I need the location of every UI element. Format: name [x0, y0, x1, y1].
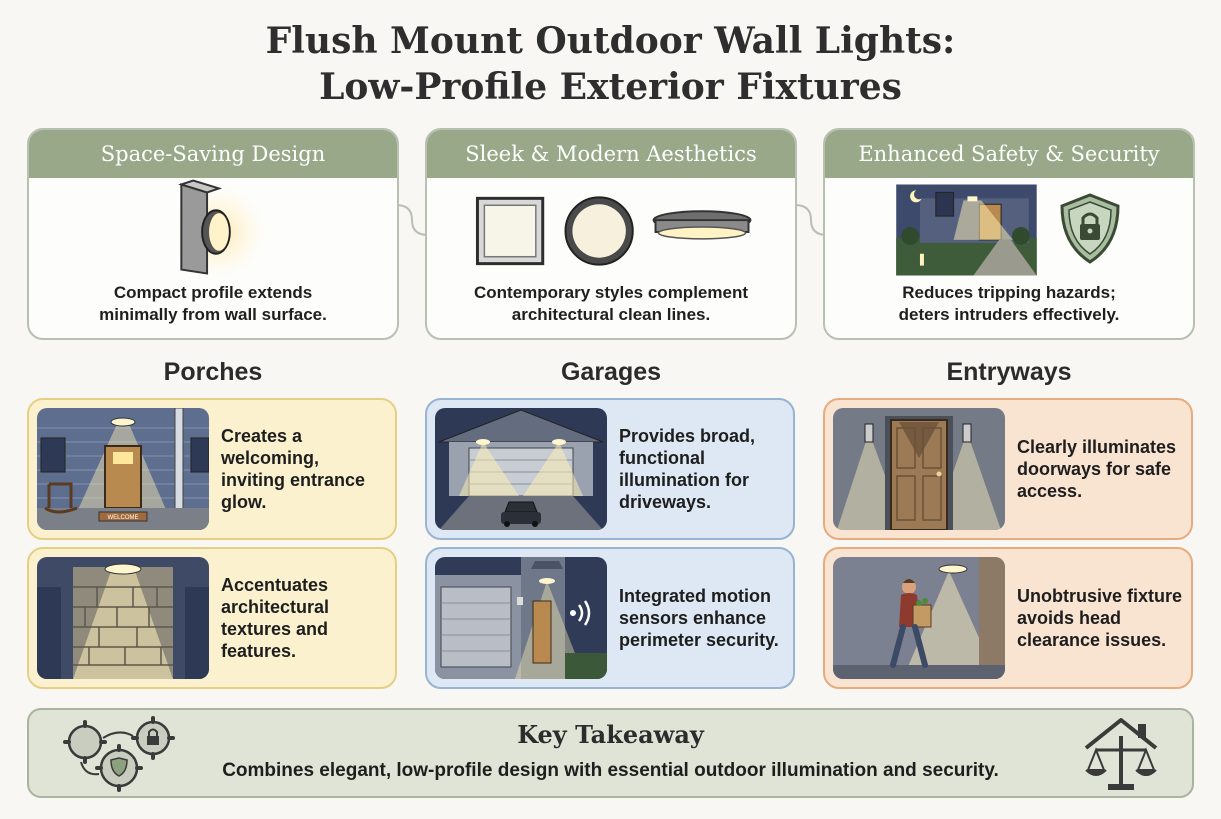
fixture-styles-icon: [475, 196, 752, 266]
entry-card-clearance: Unobtrusive fixture avoids head clearanc…: [823, 547, 1193, 689]
entry-card-doorways: Clearly illuminates doorways for safe ac…: [823, 398, 1193, 540]
feature-card-safety-security: Enhanced Safety & Security Reduces tripp…: [823, 128, 1195, 340]
welcome-mat-text: WELCOME: [107, 515, 138, 521]
porch-card-text: Creates a welcoming, inviting entrance g…: [221, 426, 366, 512]
motion-sensor-illustration: [435, 557, 607, 679]
porch-card-textures: Accentuates architectural textures and f…: [27, 547, 397, 689]
entry-card-text: Clearly illuminates doorways for safe ac…: [1017, 437, 1177, 501]
porch-card-welcoming: WELCOME Creates a welcoming, inviting en…: [27, 398, 397, 540]
key-takeaway-title: Key Takeaway: [517, 720, 704, 749]
feature-desc-line-1: Reduces tripping hazards;: [902, 283, 1116, 302]
house-scale-icon: [1084, 718, 1158, 790]
column-heading-porches: Porches: [163, 358, 263, 386]
garage-card-motion: Integrated motion sensors enhance perime…: [425, 547, 795, 689]
garage-card-text: Provides broad, functional illumination …: [619, 426, 756, 512]
feature-desc-line-1: Contemporary styles complement: [474, 283, 748, 302]
key-takeaway-panel: Key Takeaway Combines elegant, low-profi…: [27, 708, 1194, 798]
title-line-1: Flush Mount Outdoor Wall Lights:: [265, 20, 956, 62]
title-line-2: Low-Profile Exterior Fixtures: [319, 66, 902, 108]
feature-description: Reduces tripping hazards; deters intrude…: [835, 282, 1183, 326]
shield-lock-icon: [1060, 193, 1120, 264]
garage-driveway-illustration: [435, 408, 607, 530]
doorway-illustration: [833, 408, 1005, 530]
key-takeaway-text: Combines elegant, low-profile design wit…: [222, 760, 999, 781]
feature-description: Compact profile extends minimally from w…: [39, 282, 387, 326]
entry-card-text: Unobtrusive fixture avoids head clearanc…: [1017, 586, 1183, 650]
page-title: Flush Mount Outdoor Wall Lights: Low-Pro…: [0, 18, 1221, 110]
feature-heading: Sleek & Modern Aesthetics: [427, 130, 795, 178]
feature-desc-line-2: deters intruders effectively.: [898, 305, 1120, 324]
gears-icon: [63, 716, 175, 792]
feature-desc-line-2: minimally from wall surface.: [99, 305, 327, 324]
column-heading-garages: Garages: [560, 358, 662, 386]
feature-description: Contemporary styles complement architect…: [437, 282, 785, 326]
column-heading-entryways: Entryways: [946, 358, 1072, 386]
garage-card-driveway: Provides broad, functional illumination …: [425, 398, 795, 540]
feature-heading: Enhanced Safety & Security: [825, 130, 1193, 178]
feature-heading: Space-Saving Design: [29, 130, 397, 178]
feature-desc-line-1: Compact profile extends: [113, 283, 313, 302]
porch-card-text: Accentuates architectural textures and f…: [221, 575, 330, 661]
wall-light-icon: [173, 179, 265, 278]
night-walkway-illustration: [896, 184, 1037, 276]
porch-entrance-illustration: WELCOME: [37, 408, 209, 530]
person-carrying-bag-illustration: [833, 557, 1005, 679]
feature-card-sleek-modern: Sleek & Modern Aesthetics Contemporary s…: [425, 128, 797, 340]
feature-desc-line-2: architectural clean lines.: [511, 305, 711, 324]
feature-card-space-saving: Space-Saving Design Compact profile exte…: [27, 128, 399, 340]
garage-card-text: Integrated motion sensors enhance perime…: [619, 586, 779, 650]
stone-wall-illustration: [37, 557, 209, 679]
